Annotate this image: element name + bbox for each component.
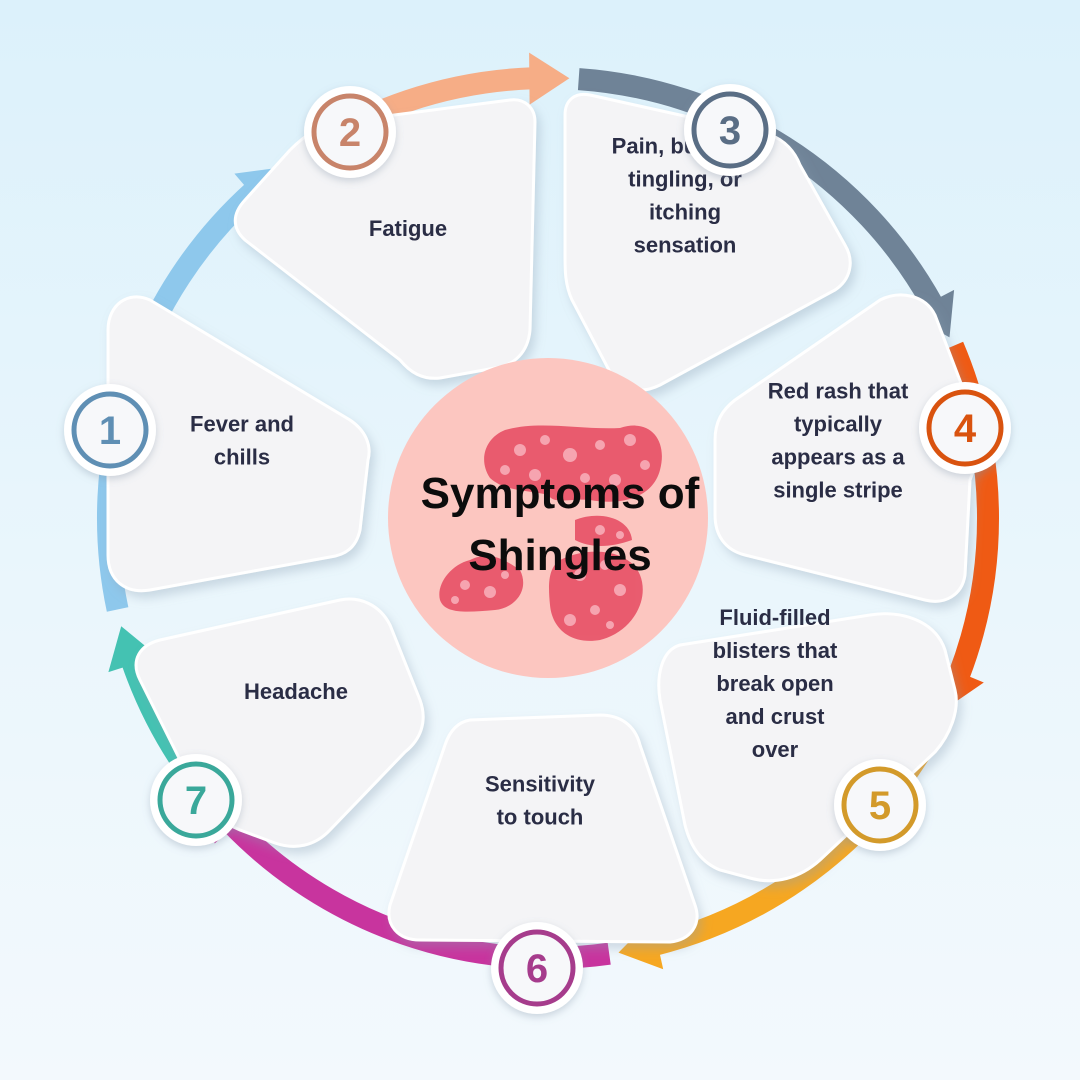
step-badge-1: 1 [64, 384, 156, 476]
step-text-line: sensation [634, 233, 737, 258]
step-text-line: chills [214, 445, 270, 470]
step-badge-4: 4 [919, 382, 1011, 474]
step-badges: 1 2 3 4 5 6 7 [64, 84, 1011, 1014]
step-number: 2 [339, 111, 361, 155]
step-text-line: Fatigue [369, 216, 447, 241]
step-text-line: appears as a [771, 445, 905, 470]
step-text-line: Fluid-filled [719, 605, 830, 630]
arrow-head-2 [529, 52, 570, 105]
diagram-title-line-1: Symptoms of [421, 469, 700, 518]
step-badge-5: 5 [834, 759, 926, 851]
step-text-line: itching [649, 200, 721, 225]
step-text-line: Sensitivity [485, 772, 596, 797]
diagram-title-line-2: Shingles [468, 531, 651, 580]
step-text-line: Red rash that [768, 379, 909, 404]
step-text-5: Fluid-filled blisters that break open and c… [713, 605, 838, 762]
step-card-4 [713, 293, 981, 603]
step-text-1: Fever and chills [190, 412, 294, 470]
step-text-line: Fever and [190, 412, 294, 437]
step-text-2: Fatigue [369, 216, 447, 241]
step-card-1 [106, 295, 371, 593]
step-text-line: break open [716, 671, 833, 696]
step-text-line: single stripe [773, 478, 903, 503]
step-text-line: and crust [725, 704, 825, 729]
arrow-head-7 [108, 626, 158, 673]
step-text-7: Headache [244, 679, 348, 704]
step-text-line: typically [794, 412, 883, 437]
step-card-5 [657, 612, 958, 883]
step-text-4: Red rash that typically appears as a single… [768, 379, 909, 503]
step-text-line: Headache [244, 679, 348, 704]
step-badge-6: 6 [491, 922, 583, 1014]
step-number: 7 [185, 779, 207, 823]
step-text-line: to touch [497, 805, 584, 830]
rash-illustration [439, 425, 662, 641]
step-card-6 [387, 713, 699, 944]
step-badge-3: 3 [684, 84, 776, 176]
step-number: 3 [719, 109, 741, 153]
step-number: 1 [99, 409, 121, 453]
step-text-line: over [752, 737, 799, 762]
step-text-6: Sensitivity to touch [485, 772, 596, 830]
step-badge-2: 2 [304, 86, 396, 178]
step-text-line: blisters that [713, 638, 838, 663]
step-number: 6 [526, 947, 548, 991]
step-number: 5 [869, 784, 891, 828]
step-number: 4 [954, 407, 977, 451]
center-circle: Symptoms of Shingles [388, 358, 708, 678]
step-badge-7: 7 [150, 754, 242, 846]
